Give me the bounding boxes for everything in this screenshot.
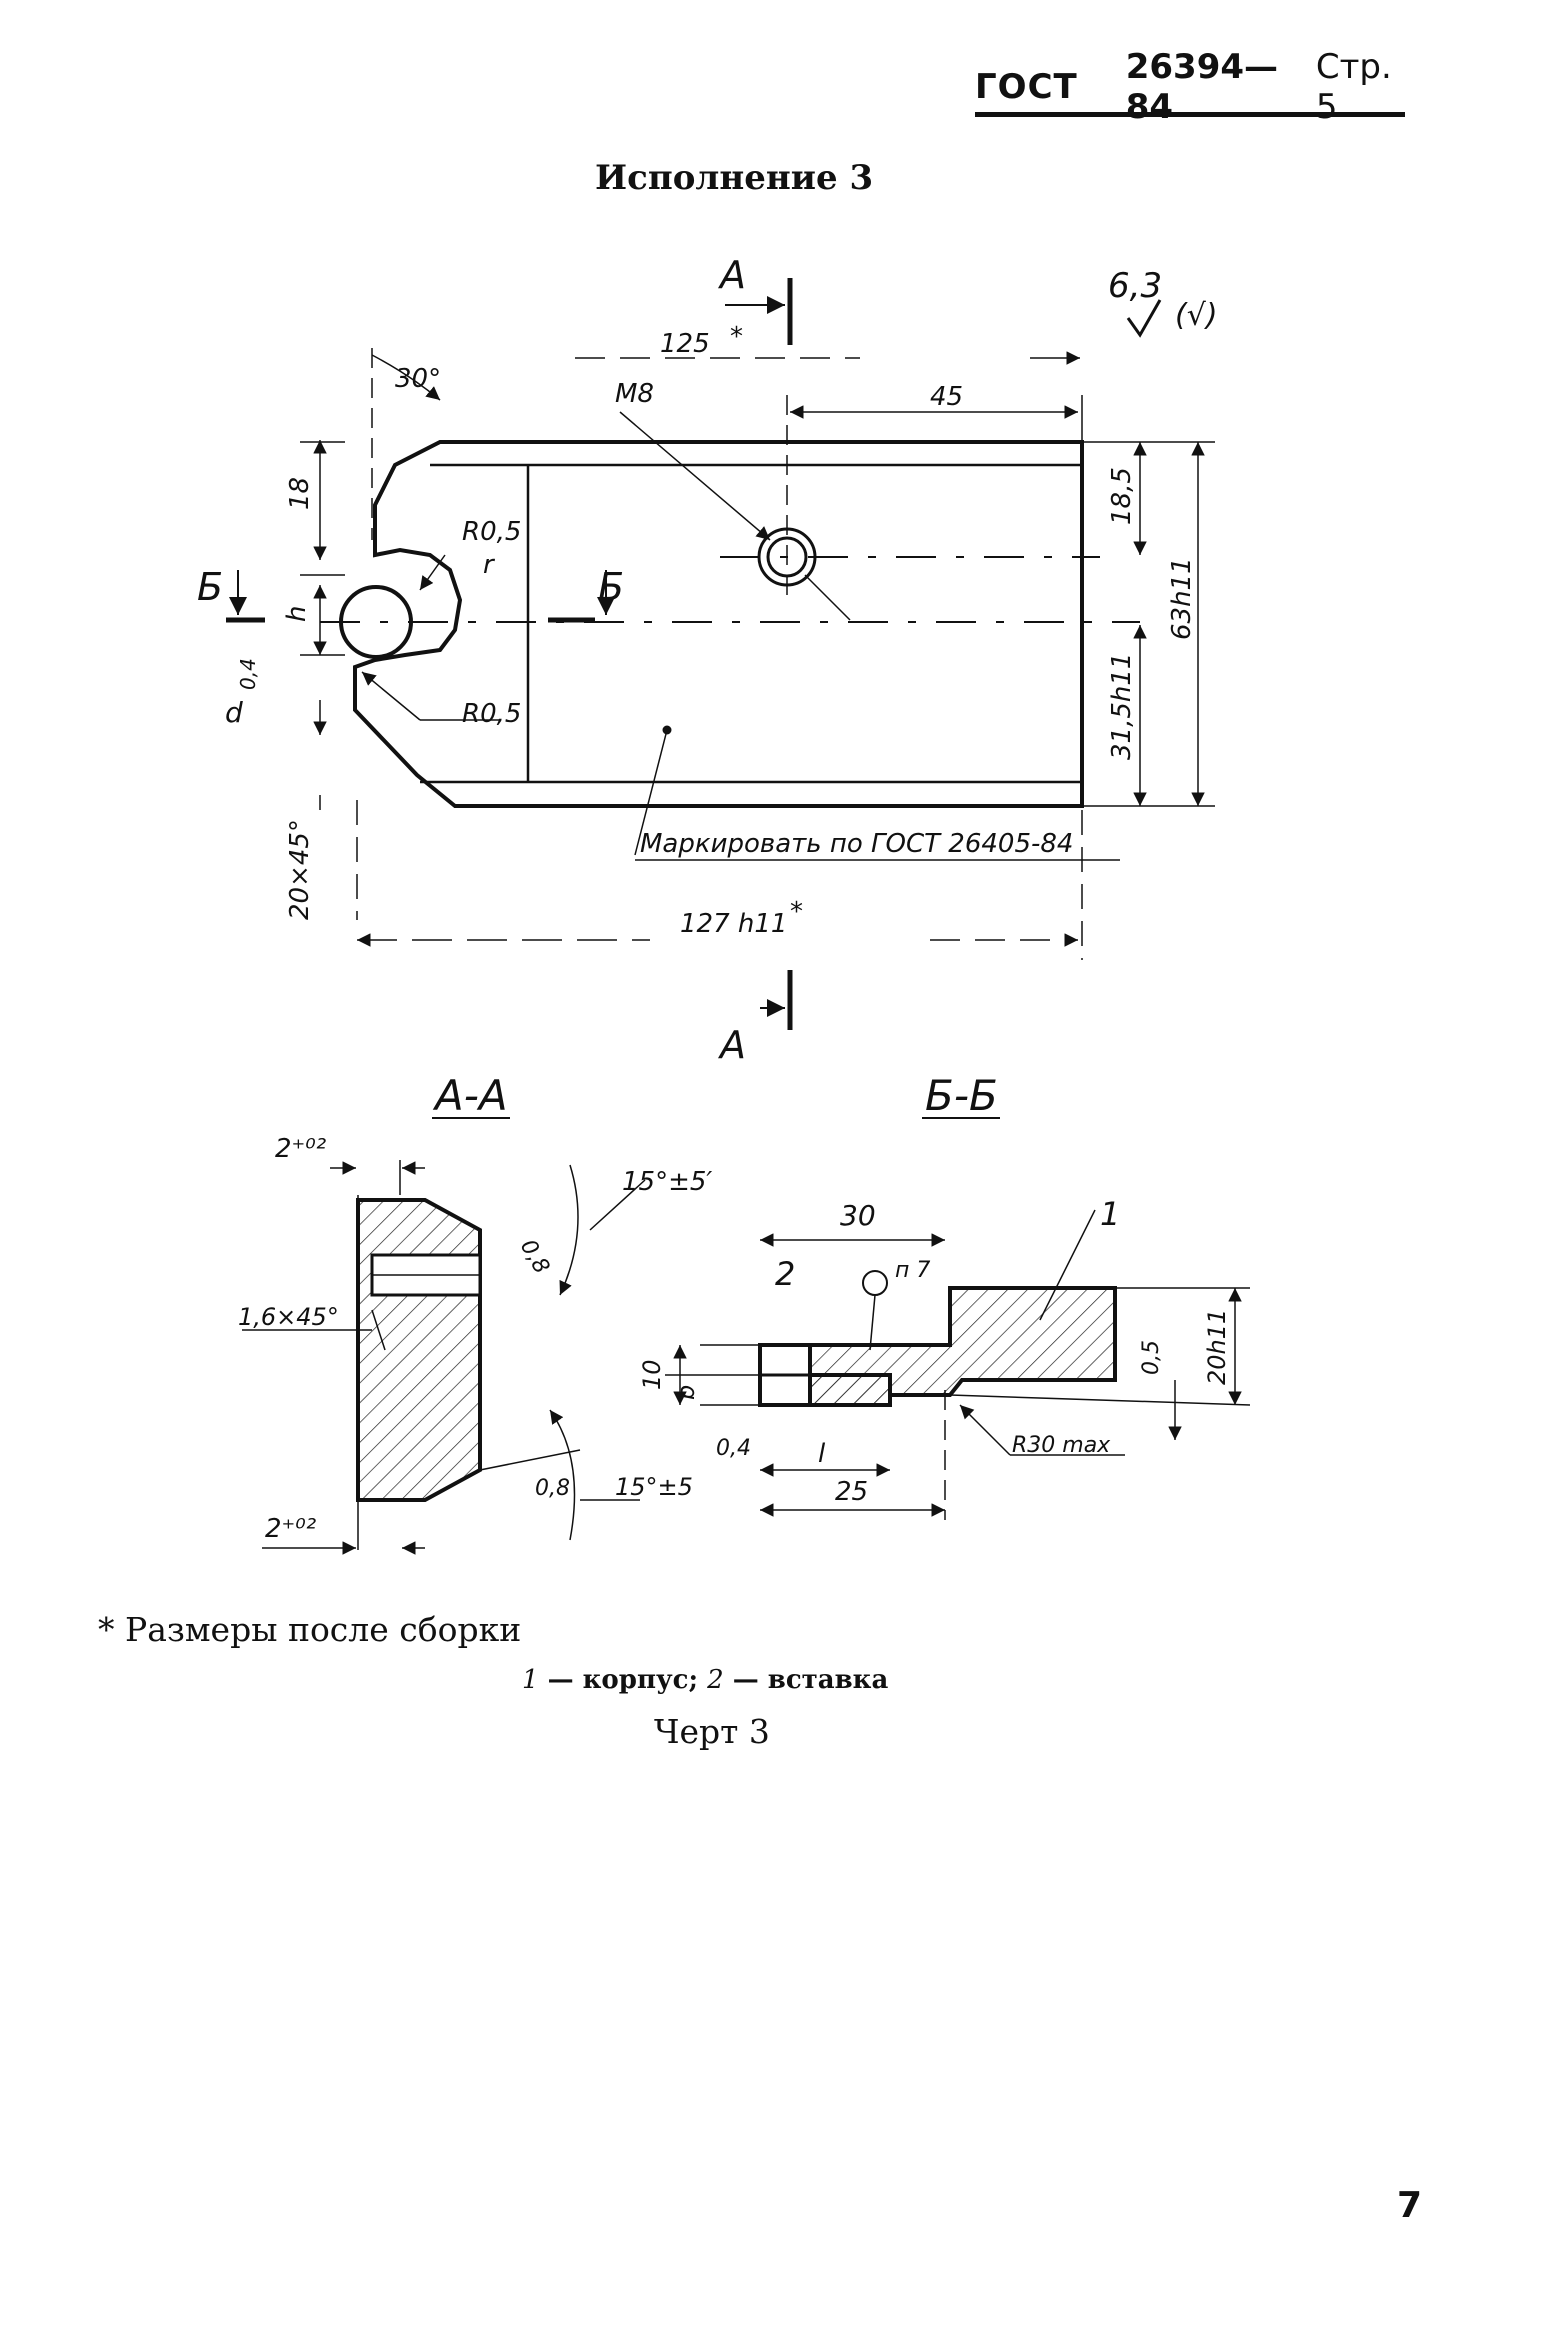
legend-text-2: — вставка xyxy=(723,1665,889,1695)
roughness-other: (√) xyxy=(1175,298,1218,333)
section-aa-title: А-А xyxy=(432,1071,508,1120)
dim-125-asterisk: * xyxy=(730,322,743,352)
roughness-04: 0,4 xyxy=(236,658,260,690)
r05-bottom: R0,5 xyxy=(462,699,521,729)
page-number: 7 xyxy=(1397,2185,1423,2226)
dim-20h11: 20h11 xyxy=(1203,1309,1231,1385)
page-header: ГОСТ 26394—84 Стр. 5 xyxy=(975,47,1405,127)
legend-text-1: — корпус; xyxy=(538,1665,708,1695)
part-label-2: 2 xyxy=(775,1255,795,1293)
legend-num-2: 2 xyxy=(707,1665,724,1695)
dim-25: 25 xyxy=(835,1477,868,1507)
top-tolerance: 2⁺⁰² xyxy=(275,1134,326,1164)
marking-note: Маркировать по ГОСТ 26405-84 xyxy=(640,829,1073,859)
r05-top: R0,5 xyxy=(462,517,521,547)
header-page: Стр. 5 xyxy=(1315,47,1392,127)
part-label-1: 1 xyxy=(1100,1195,1120,1233)
dim-chamfer: 20×45° xyxy=(285,819,315,920)
label-m8: М8 xyxy=(615,379,654,409)
chamfer-aa: 1,6×45° xyxy=(238,1303,339,1331)
main-view xyxy=(226,278,1215,1030)
dim-63h11: 63h11 xyxy=(1167,557,1197,640)
parts-legend: 1 — корпус; 2 — вставка xyxy=(522,1665,888,1695)
footnote: * Размеры после сборки xyxy=(98,1610,522,1649)
section-aa xyxy=(242,1160,646,1555)
label-h: h xyxy=(282,606,312,622)
dim-30: 30 xyxy=(840,1199,876,1232)
label-section-a-bottom: А xyxy=(717,1023,746,1067)
label-section-b-right: Б xyxy=(598,565,624,609)
section-bb-labels: Б-Б 30 1 2 п 7 10 b 0,4 l 25 0,5 20h11 R… xyxy=(638,1071,1231,1507)
roughness-08-top: 0,8 xyxy=(515,1236,554,1279)
dim-30deg: 30° xyxy=(395,364,441,394)
standard-label: ГОСТ xyxy=(975,67,1078,107)
dim-0-5: 0,5 xyxy=(1139,1340,1164,1375)
dim-127h11: 127 h11 xyxy=(680,909,787,939)
figure-caption: Черт 3 xyxy=(654,1712,770,1751)
dim-127-asterisk: * xyxy=(790,897,803,927)
label-section-b-left: Б xyxy=(197,565,223,609)
legend-num-1: 1 xyxy=(522,1665,539,1695)
label-d: d xyxy=(225,696,243,729)
standard-number: 26394—84 xyxy=(1125,47,1279,127)
section-bb xyxy=(665,1209,1251,1520)
locating-hole xyxy=(339,585,413,659)
label-b: b xyxy=(672,1385,700,1400)
angle-bottom: 15°±5 xyxy=(615,1473,693,1501)
label-r30: R30 max xyxy=(1012,1433,1111,1458)
label-l: l xyxy=(818,1439,826,1469)
roughness-08-bottom: 0,8 xyxy=(535,1476,570,1501)
roughness-04-bb: 0,4 xyxy=(716,1436,751,1461)
technical-drawing: А А Б Б 6,3 (√) 125 * 30° М8 45 18 R0,5 … xyxy=(197,253,1251,1555)
label-n7: п 7 xyxy=(895,1258,930,1283)
main-view-labels: А А Б Б 6,3 (√) 125 * 30° М8 45 18 R0,5 … xyxy=(197,253,1218,1067)
dim-45: 45 xyxy=(930,382,963,412)
section-heading: Исполнение 3 xyxy=(595,158,874,198)
label-r: r xyxy=(483,550,496,580)
dim-18: 18 xyxy=(285,477,315,510)
body-outline xyxy=(353,440,1084,808)
angle-top: 15°±5′ xyxy=(622,1167,712,1197)
dim-125: 125 xyxy=(660,329,710,359)
roughness-value: 6,3 xyxy=(1108,266,1162,306)
bottom-tolerance: 2⁺⁰² xyxy=(265,1514,316,1544)
dim-31-5h11: 31,5h11 xyxy=(1107,653,1137,760)
section-bb-title: Б-Б xyxy=(925,1071,998,1120)
dim-10: 10 xyxy=(638,1359,666,1390)
dim-18-5: 18,5 xyxy=(1107,467,1137,525)
label-section-a-top: А xyxy=(717,253,746,297)
